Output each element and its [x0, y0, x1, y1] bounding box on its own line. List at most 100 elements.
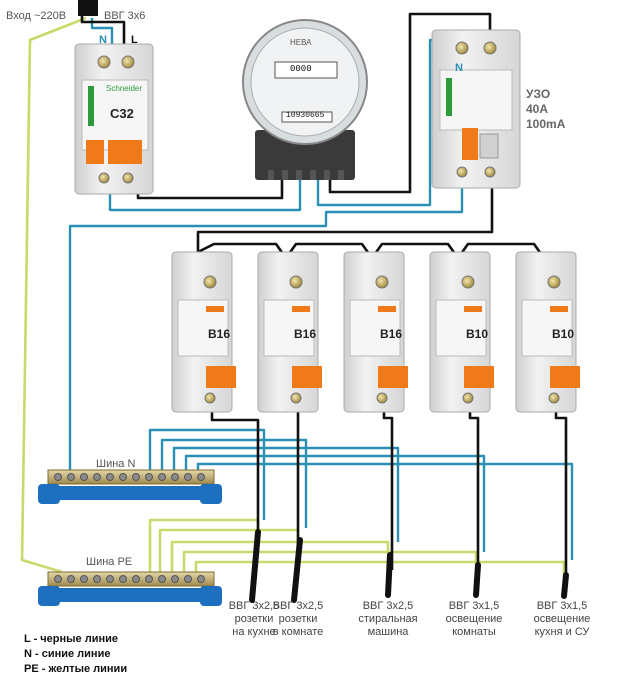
legend-pe: PE - желтые линии: [24, 663, 128, 675]
breaker-1: [171, 251, 236, 413]
n-breaker-meter: [108, 180, 302, 212]
output-line2: машина: [367, 626, 409, 638]
bus-screw: [158, 473, 166, 481]
breaker-rating-2: B16: [294, 327, 317, 341]
output-cable: ВВГ 3х1,5: [536, 600, 588, 612]
cable-end-5: [561, 572, 569, 599]
cable-end-1: [249, 529, 261, 603]
rcd-title: УЗО: [526, 87, 551, 101]
pe-wire-5: [194, 560, 566, 575]
bus-screw: [67, 473, 75, 481]
bus-screw: [184, 575, 192, 583]
output-line1: стиральная: [358, 613, 418, 625]
bus-screw: [119, 473, 127, 481]
main-breaker-rating: C32: [110, 106, 134, 121]
output-cable: ВВГ 3х2,5: [228, 600, 280, 612]
n-wire-1: [148, 428, 266, 520]
bus-screw: [106, 473, 114, 481]
input-l-mark: L: [131, 34, 138, 46]
bus-screw: [132, 575, 140, 583]
n-wire-5: [196, 462, 574, 560]
n-wire-2: [160, 438, 308, 528]
output-line1: освещение: [445, 613, 503, 625]
pe-busbar: [38, 571, 222, 606]
bus-screw: [54, 473, 62, 481]
breaker-rating-5: B10: [552, 327, 575, 341]
electric-meter: [242, 19, 368, 180]
rcd-device: [431, 29, 521, 189]
cable-end-2: [291, 537, 303, 603]
legend: L - черные линие N - синие линие PE - же…: [24, 632, 127, 677]
input-cable-label: ВВГ 3х6: [104, 10, 146, 22]
bus-screw: [119, 575, 127, 583]
n-wire-4: [184, 454, 486, 552]
cable-end-4: [473, 562, 481, 598]
l-meter-rcd: [328, 12, 492, 194]
bus-screw: [54, 575, 62, 583]
breaker-rating-1: B16: [208, 327, 231, 341]
bus-screw: [197, 473, 205, 481]
breaker-rating-4: B10: [466, 327, 489, 341]
bus-screw: [171, 575, 179, 583]
input-plug: [78, 0, 98, 16]
breaker-2: [257, 251, 322, 413]
n-busbar-label: Шина N: [96, 458, 136, 470]
input-label: Вход ~220В: [6, 10, 67, 22]
legend-l: L - черные линие: [24, 633, 119, 645]
bus-screw: [158, 575, 166, 583]
bus-screw: [145, 473, 153, 481]
main-breaker-brand: Schneider: [106, 84, 143, 93]
rcd-leak: 100mA: [526, 117, 566, 131]
pe-wire-1: [148, 518, 260, 572]
bus-screw: [145, 575, 153, 583]
pe-input-wire: [20, 16, 87, 574]
breaker-4: [429, 251, 494, 413]
meter-reading: 0000: [290, 64, 312, 74]
pe-wire-4: [182, 550, 478, 572]
breaker-rating-3: B16: [380, 327, 403, 341]
output-cable: ВВГ 3х2,5: [272, 600, 324, 612]
l-breaker-meter: [136, 180, 284, 200]
l-rcd-chain: [196, 182, 494, 252]
output-line1: розетки: [234, 613, 274, 625]
output-line1: освещение: [533, 613, 591, 625]
n-wire-3: [172, 446, 400, 542]
bus-screw: [184, 473, 192, 481]
pe-wire-3: [170, 540, 390, 572]
pe-busbar-label: Шина PE: [86, 556, 133, 568]
rcd-current: 40А: [526, 102, 549, 116]
l-out-1: [210, 404, 260, 545]
output-cable: ВВГ 3х2,5: [362, 600, 414, 612]
bus-screw: [171, 473, 179, 481]
breaker-row: [171, 251, 580, 413]
output-line1: розетки: [278, 613, 318, 625]
output-line2: комнаты: [452, 626, 496, 638]
pe-wires: [20, 16, 566, 575]
output-line2: кухня и СУ: [534, 626, 590, 638]
output-line2: в комнате: [272, 626, 324, 638]
n-busbar: [38, 469, 222, 504]
bus-screw: [197, 575, 205, 583]
input-n-mark: N: [99, 34, 107, 46]
bus-screw: [93, 473, 101, 481]
l-out-4: [468, 404, 480, 585]
bus-screw: [80, 473, 88, 481]
cable-end-3: [385, 552, 393, 598]
bus-screw: [106, 575, 114, 583]
bus-screw: [67, 575, 75, 583]
breaker-5: [515, 251, 580, 413]
bus-screw: [132, 473, 140, 481]
breaker-3: [343, 251, 408, 413]
legend-n: N - синие линие: [24, 648, 111, 660]
bus-screw: [93, 575, 101, 583]
meter-serial: 10930665: [286, 111, 325, 120]
rcd-n-mark: N: [455, 62, 463, 74]
output-line2: на кухне: [232, 626, 276, 638]
bus-screw: [80, 575, 88, 583]
